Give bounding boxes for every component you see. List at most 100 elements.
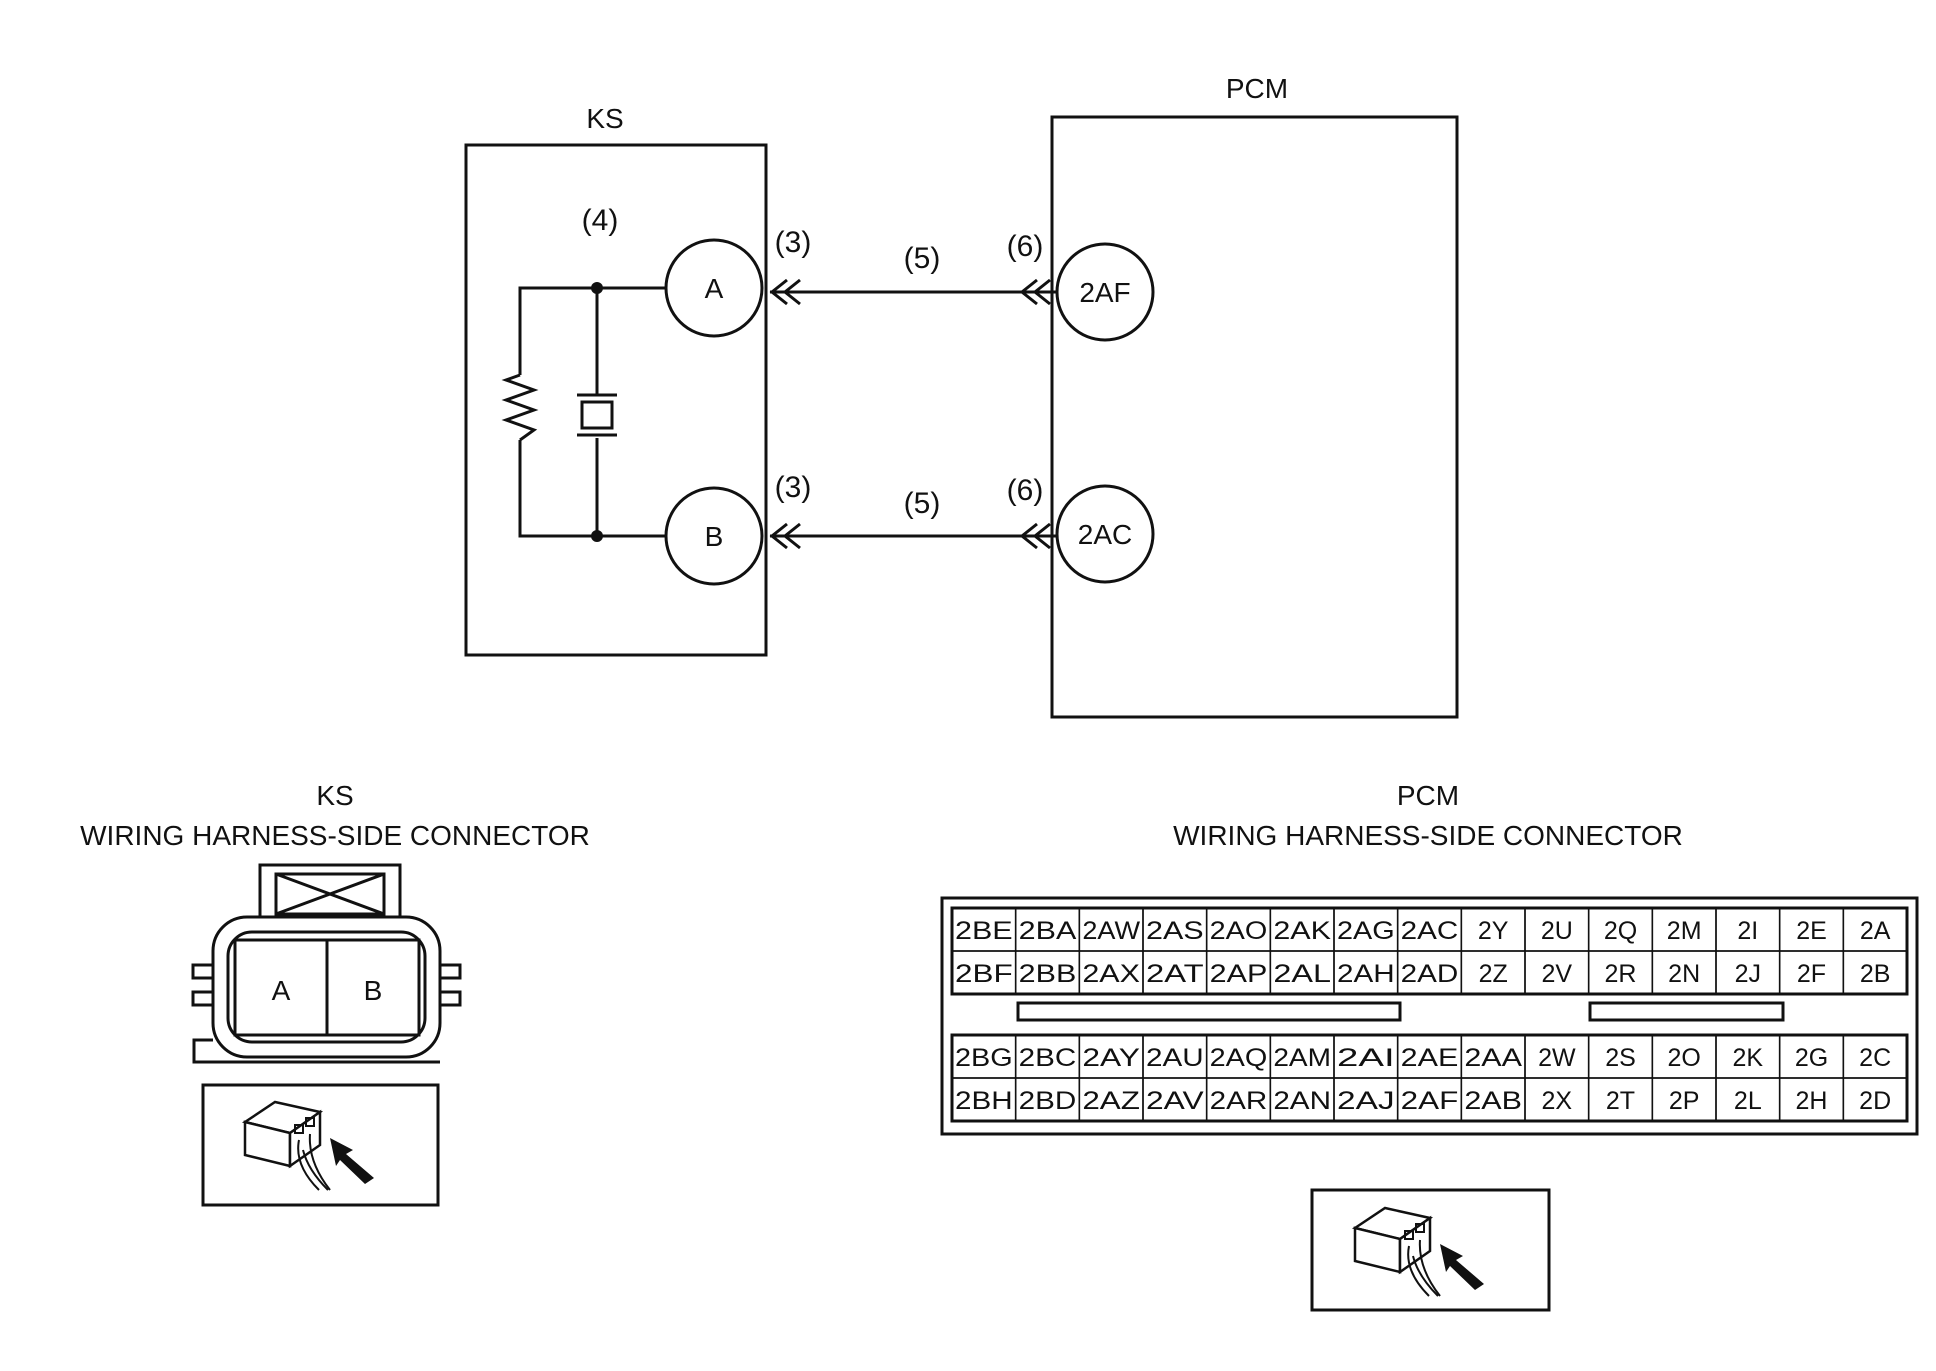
pcm-pin-label: 2AA (1464, 1044, 1522, 1072)
pcm-pin-label: 2AK (1273, 917, 1331, 945)
pcm-pin-label: 2L (1734, 1087, 1762, 1115)
pcm-pin-label: 2I (1737, 917, 1758, 945)
pcm-box (1050, 115, 1459, 719)
pcm-pin-label: 2G (1795, 1044, 1828, 1072)
callout-pcm-connector: (6) (1007, 230, 1044, 263)
pcm-pin-label: 2T (1606, 1087, 1635, 1115)
pcm-pin-label: 2B (1860, 960, 1891, 988)
pcm-pin-label: 2AE (1401, 1044, 1459, 1072)
pcm-pin-label: 2C (1859, 1044, 1891, 1072)
connector-view-icon (1310, 1188, 1551, 1312)
pcm-pin-label: 2BH (955, 1087, 1013, 1115)
pcm-pin-label: 2U (1541, 917, 1573, 945)
callout-wire: (5) (904, 242, 941, 275)
pcm-connector-key-rib (1016, 1001, 1402, 1022)
pcm-pin-label: 2AH (1337, 960, 1395, 988)
pcm-label: PCM (1226, 73, 1288, 104)
pcm-pin-label: 2BA (1019, 917, 1077, 945)
junction-dot (591, 530, 603, 542)
pcm-connector-outline (940, 896, 1919, 1136)
pcm-pin-label: 2Y (1478, 917, 1509, 945)
pcm-pin-label: 2BE (955, 917, 1013, 945)
knock-sensor-element (501, 286, 714, 538)
callout-pcm-connector: (6) (1007, 474, 1044, 507)
callout-ks-connector: (3) (775, 471, 812, 504)
ks-terminal-b-label: B (705, 521, 724, 552)
pcm-pin-label: 2P (1669, 1087, 1700, 1115)
resistor-symbol (501, 373, 539, 442)
pcm-pin-label: 2AG (1337, 917, 1395, 945)
pcm-pin-label: 2AD (1401, 960, 1459, 988)
pcm-pin-label: 2AQ (1210, 1044, 1268, 1072)
ks-connector-terminal-b: B (364, 975, 383, 1006)
pcm-pin-label: 2AJ (1337, 1087, 1395, 1115)
pcm-pin-label: 2BB (1019, 960, 1077, 988)
ks-connector-view: KS WIRING HARNESS-SIDE CONNECTOR A B (80, 780, 590, 1207)
pcm-pin-label: 2AM (1273, 1044, 1331, 1072)
connector-symbol (769, 278, 1051, 550)
pcm-pin-label: 2AU (1146, 1044, 1204, 1072)
pcm-terminal-2ac-label: 2AC (1078, 519, 1132, 550)
pcm-pin-label: 2N (1668, 960, 1700, 988)
pcm-pin-label: 2AI (1337, 1044, 1395, 1072)
pcm-pin-label: 2X (1542, 1087, 1573, 1115)
pcm-pin-label: 2AS (1146, 917, 1204, 945)
pcm-pin-label: 2AX (1082, 960, 1140, 988)
pcm-pin-label: 2H (1796, 1087, 1828, 1115)
pcm-terminal-2af-label: 2AF (1079, 277, 1130, 308)
ks-connector-terminal-a: A (272, 975, 291, 1006)
pcm-pin-label: 2AF (1401, 1087, 1459, 1115)
pcm-pin-label: 2BC (1019, 1044, 1077, 1072)
callout-wire: (5) (904, 487, 941, 520)
pcm-connector-key-rib (1588, 1001, 1785, 1022)
pcm-connector-title: PCM (1397, 780, 1459, 811)
ks-connector-drawing (191, 863, 462, 1064)
pcm-pin-label: 2AV (1146, 1087, 1204, 1115)
pcm-pin-label: 2AP (1210, 960, 1268, 988)
pcm-pin-label: 2R (1605, 960, 1637, 988)
pcm-pin-label: 2D (1859, 1087, 1891, 1115)
pcm-pin-label: 2K (1733, 1044, 1764, 1072)
schematic: KS PCM A B 2AF 2AC (464, 73, 1459, 719)
pcm-pin-label: 2E (1796, 917, 1827, 945)
pcm-pin-label: 2BD (1019, 1087, 1077, 1115)
pcm-pin-label: 2W (1538, 1044, 1576, 1072)
pcm-pin-label: 2AW (1082, 917, 1140, 945)
pcm-pin-label: 2AL (1273, 960, 1331, 988)
pcm-pin-label: 2AN (1273, 1087, 1331, 1115)
ks-connector-subtitle: WIRING HARNESS-SIDE CONNECTOR (80, 820, 590, 851)
pcm-pin-label: 2BF (955, 960, 1013, 988)
junction-dot (591, 282, 603, 294)
pcm-pin-label: 2Q (1604, 917, 1637, 945)
pcm-pin-label: 2AT (1146, 960, 1204, 988)
ks-box (464, 143, 768, 657)
connector-view-icon (201, 1083, 440, 1207)
pcm-pin-label: 2M (1667, 917, 1702, 945)
ks-connector-title: KS (316, 780, 353, 811)
ks-terminal-a (664, 238, 764, 338)
pcm-pin-label: 2AB (1464, 1087, 1522, 1115)
pcm-pin-label: 2BG (955, 1044, 1013, 1072)
pcm-pin-cell (1842, 1077, 1908, 1122)
pcm-pin-label: 2AY (1082, 1044, 1140, 1072)
pcm-pin-label: 2F (1797, 960, 1826, 988)
pcm-terminal-2ac (1055, 484, 1155, 584)
pcm-pin-label: 2S (1605, 1044, 1636, 1072)
pcm-pin-label: 2Z (1479, 960, 1508, 988)
pcm-pin-label: 2AR (1210, 1087, 1268, 1115)
pcm-pin-label: 2J (1735, 960, 1761, 988)
pcm-pin-cell (1842, 950, 1908, 995)
callout-ks-connector: (3) (775, 226, 812, 259)
ks-terminal-a-label: A (705, 273, 724, 304)
pcm-pin-label: 2V (1542, 960, 1573, 988)
pcm-pin-label: 2O (1667, 1044, 1700, 1072)
pcm-pin-label: 2AZ (1082, 1087, 1140, 1115)
pcm-pin-label: 2AO (1210, 917, 1268, 945)
pcm-connector-subtitle: WIRING HARNESS-SIDE CONNECTOR (1173, 820, 1683, 851)
ks-label: KS (586, 103, 623, 134)
ks-terminal-b (664, 486, 764, 586)
pcm-pin-label: 2AC (1401, 917, 1459, 945)
